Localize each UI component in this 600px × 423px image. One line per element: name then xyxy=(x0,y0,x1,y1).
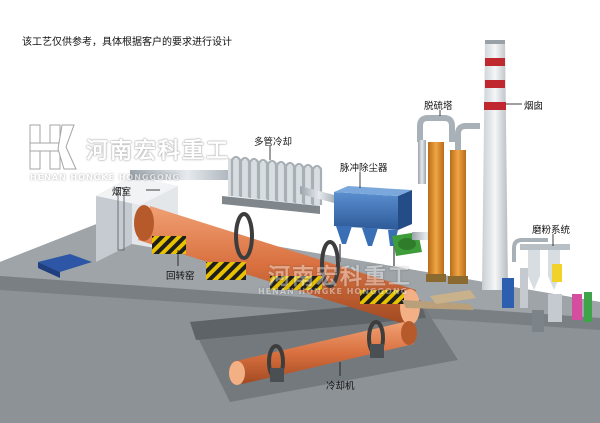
label-cooler: 冷却机 xyxy=(326,381,355,392)
chamber-gas-pipe xyxy=(130,170,245,180)
watermark-company-en: HENAN HONGKE HONGGONG xyxy=(30,173,181,182)
disclaimer-caption: 该工艺仅供参考，具体根据客户的要求进行设计 xyxy=(22,37,232,48)
cooler-to-dust-pipe xyxy=(300,186,338,204)
desulfurization-towers xyxy=(417,115,480,284)
floor-front-edge xyxy=(0,276,600,330)
chimney xyxy=(482,40,508,290)
watermark: 河南宏科重工 HENAN HONGKE HONGGONG xyxy=(22,117,272,189)
kiln-support-4 xyxy=(360,290,404,304)
grinding-system xyxy=(502,238,592,332)
label-pulse-dust-collector: 脉冲除尘器 xyxy=(340,163,388,174)
rotary-kiln xyxy=(134,205,420,325)
watermark-center: 河南宏科重工 HENAN HONGKE HONGGONG xyxy=(258,255,488,305)
multi-tube-cooler xyxy=(222,155,323,214)
label-grinding-system: 磨粉系统 xyxy=(532,225,571,236)
kiln-support-2 xyxy=(206,262,246,280)
blue-tank-side xyxy=(38,262,60,278)
discharge-conveyor xyxy=(402,300,474,310)
watermark-company-cn: 河南宏科重工 xyxy=(86,139,231,164)
label-multi-tube-cooler: 多管冷却 xyxy=(254,137,293,148)
rotary-cooler xyxy=(229,320,417,385)
label-desulfurization-tower: 脱硫塔 xyxy=(424,101,453,112)
blue-tank xyxy=(38,254,92,272)
watermark-center-en: HENAN HONGKE HONGGONG xyxy=(258,287,409,296)
leader-lines xyxy=(146,103,554,376)
label-smoke-chamber: 烟室 xyxy=(112,187,132,198)
pulse-dust-collector xyxy=(334,186,412,266)
kiln-support-3 xyxy=(270,276,322,290)
watermark-center-cn: 河南宏科重工 xyxy=(268,265,413,290)
chamber-ladder xyxy=(117,187,125,251)
label-rotary-kiln: 回转窑 xyxy=(166,271,195,282)
incline-conveyor xyxy=(430,290,476,304)
kiln-support-1 xyxy=(152,236,186,254)
hk-logo-mark xyxy=(29,124,77,170)
label-chimney: 烟囱 xyxy=(524,101,544,112)
smoke-chamber-top xyxy=(96,176,178,205)
